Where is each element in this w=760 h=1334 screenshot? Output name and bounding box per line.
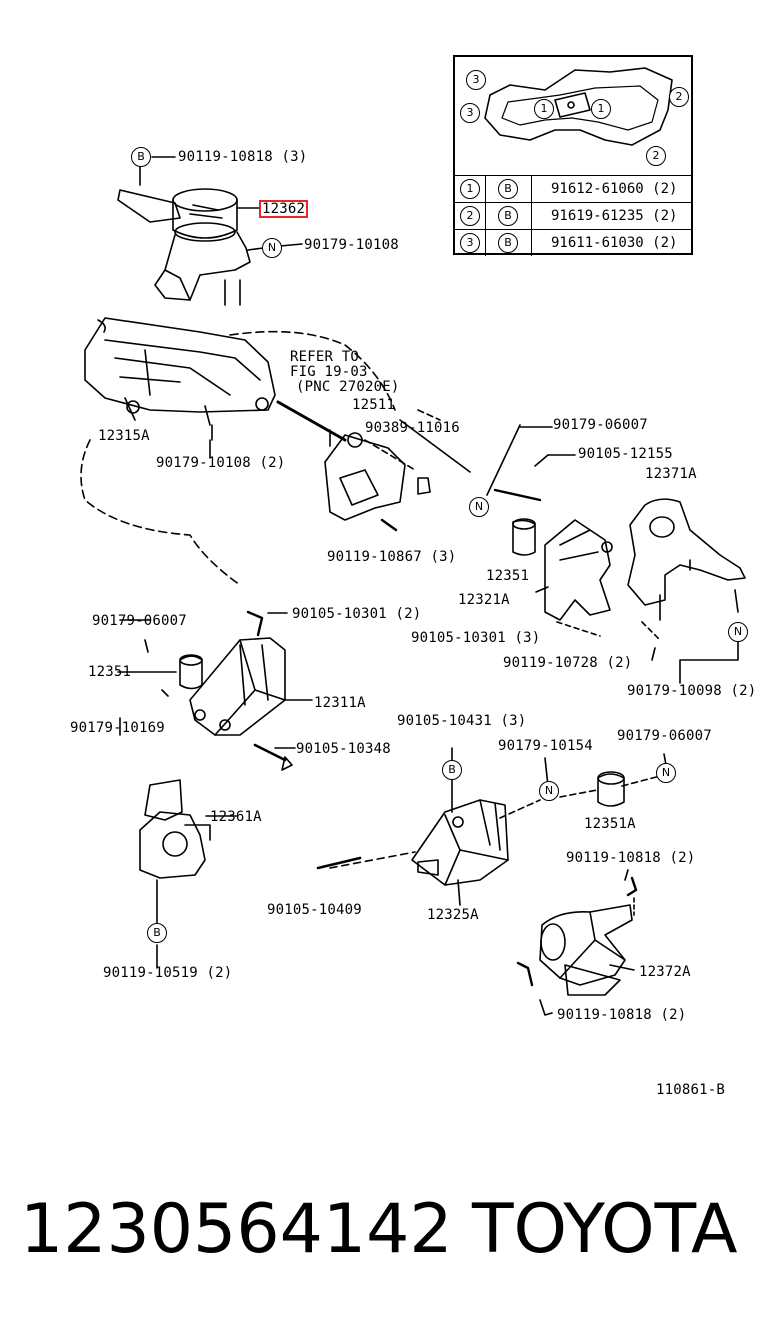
bushing-12351A [544,753,667,807]
label-12351: 12351 [486,568,530,584]
engine-mount-12371A [627,498,746,621]
brand-name: TOYOTA [472,1190,738,1269]
row-number-marker: 2 [460,206,480,226]
label-90179-10108-2: 90179-10108 (2) [156,455,286,471]
marker-b: B [131,147,151,167]
label-12511: 12511 [352,397,396,413]
engine-mount-12372A [516,876,638,1016]
label-90119-10867: 90119-10867 (3) [327,549,457,565]
label-90105-10348: 90105-10348 [296,741,391,757]
label-90105-10409: 90105-10409 [267,902,362,918]
label-12351A: 12351A [584,816,636,832]
marker-1: 1 [591,99,611,119]
part-number: 1230564142 [20,1190,453,1269]
marker-b: B [147,923,167,943]
bracket-12311A [119,610,293,771]
label-fig-19-03: FIG 19-03 [290,364,368,380]
marker-n: N [262,238,282,258]
label-90119-10728: 90119-10728 (2) [503,655,633,671]
label-90179-10098: 90179-10098 (2) [627,683,757,699]
label-90389-11016: 90389-11016 [365,420,460,436]
label-90119-10519: 90119-10519 (2) [103,965,233,981]
label-90105-10301-3: 90105-10301 (3) [411,630,541,646]
label-90179-06007: 90179-06007 [92,613,187,629]
inset-row: 3 B 91611-61030 (2) [455,229,691,256]
row-part-number: 91611-61030 (2) [551,235,678,251]
label-12362-highlighted[interactable]: 12362 [259,200,309,218]
label-12371A: 12371A [645,466,697,482]
row-part-number: 91619-61235 (2) [551,208,678,224]
label-90179-10108: 90179-10108 [304,237,399,253]
label-90119-10818-2: 90119-10818 (2) [566,850,696,866]
label-refer-to: REFER TO [290,349,360,365]
inset-row: 2 B 91619-61235 (2) [455,202,691,229]
label-90179-10169: 90179-10169 [70,720,165,736]
label-90105-12155: 90105-12155 [578,446,673,462]
inset-table: 3 3 1 1 2 2 1 B 91612-61060 (2) 2 B 9161… [453,55,693,256]
engine-mount-12361A [139,779,211,969]
marker-2: 2 [669,87,689,107]
label-12372A: 12372A [639,964,691,980]
row-part-number: 91612-61060 (2) [551,181,678,197]
figure-code: 110861-B [656,1082,726,1098]
row-b-marker: B [498,179,518,199]
marker-2: 2 [646,146,666,166]
label-12351: 12351 [88,664,132,680]
label-90105-10301-2: 90105-10301 (2) [292,606,422,622]
inset-row: 1 B 91612-61060 (2) [455,175,691,202]
label-90119-10818-2: 90119-10818 (2) [557,1007,687,1023]
footer-caption: 1230564142 TOYOTA [20,1190,750,1270]
label-12361A: 12361A [210,809,262,825]
marker-b: B [442,760,462,780]
marker-n: N [469,497,489,517]
marker-n: N [728,622,748,642]
label-12325A: 12325A [427,907,479,923]
label-90179-10154: 90179-10154 [498,738,593,754]
label-12321A: 12321A [458,592,510,608]
label-90119-10818: 90119-10818 (3) [178,149,308,165]
row-number-marker: 1 [460,179,480,199]
row-number-marker: 3 [460,233,480,253]
label-12315A: 12315A [98,428,150,444]
bracket-12325A [316,747,661,906]
bracket-12315A [84,317,276,459]
bracket-12321A [493,488,661,641]
row-b-marker: B [498,206,518,226]
inset-gasket [484,67,673,146]
bracket-12511 [276,400,471,532]
label-90105-10431: 90105-10431 (3) [397,713,527,729]
row-b-marker: B [498,233,518,253]
marker-n: N [656,763,676,783]
label-90179-06007: 90179-06007 [553,417,648,433]
marker-3: 3 [460,103,480,123]
engine-mount-12362 [117,188,251,306]
marker-n: N [539,781,559,801]
label-pnc: (PNC 27020E) [296,379,400,395]
label-12311A: 12311A [314,695,366,711]
marker-1: 1 [534,99,554,119]
label-90179-06007: 90179-06007 [617,728,712,744]
marker-3: 3 [466,70,486,90]
